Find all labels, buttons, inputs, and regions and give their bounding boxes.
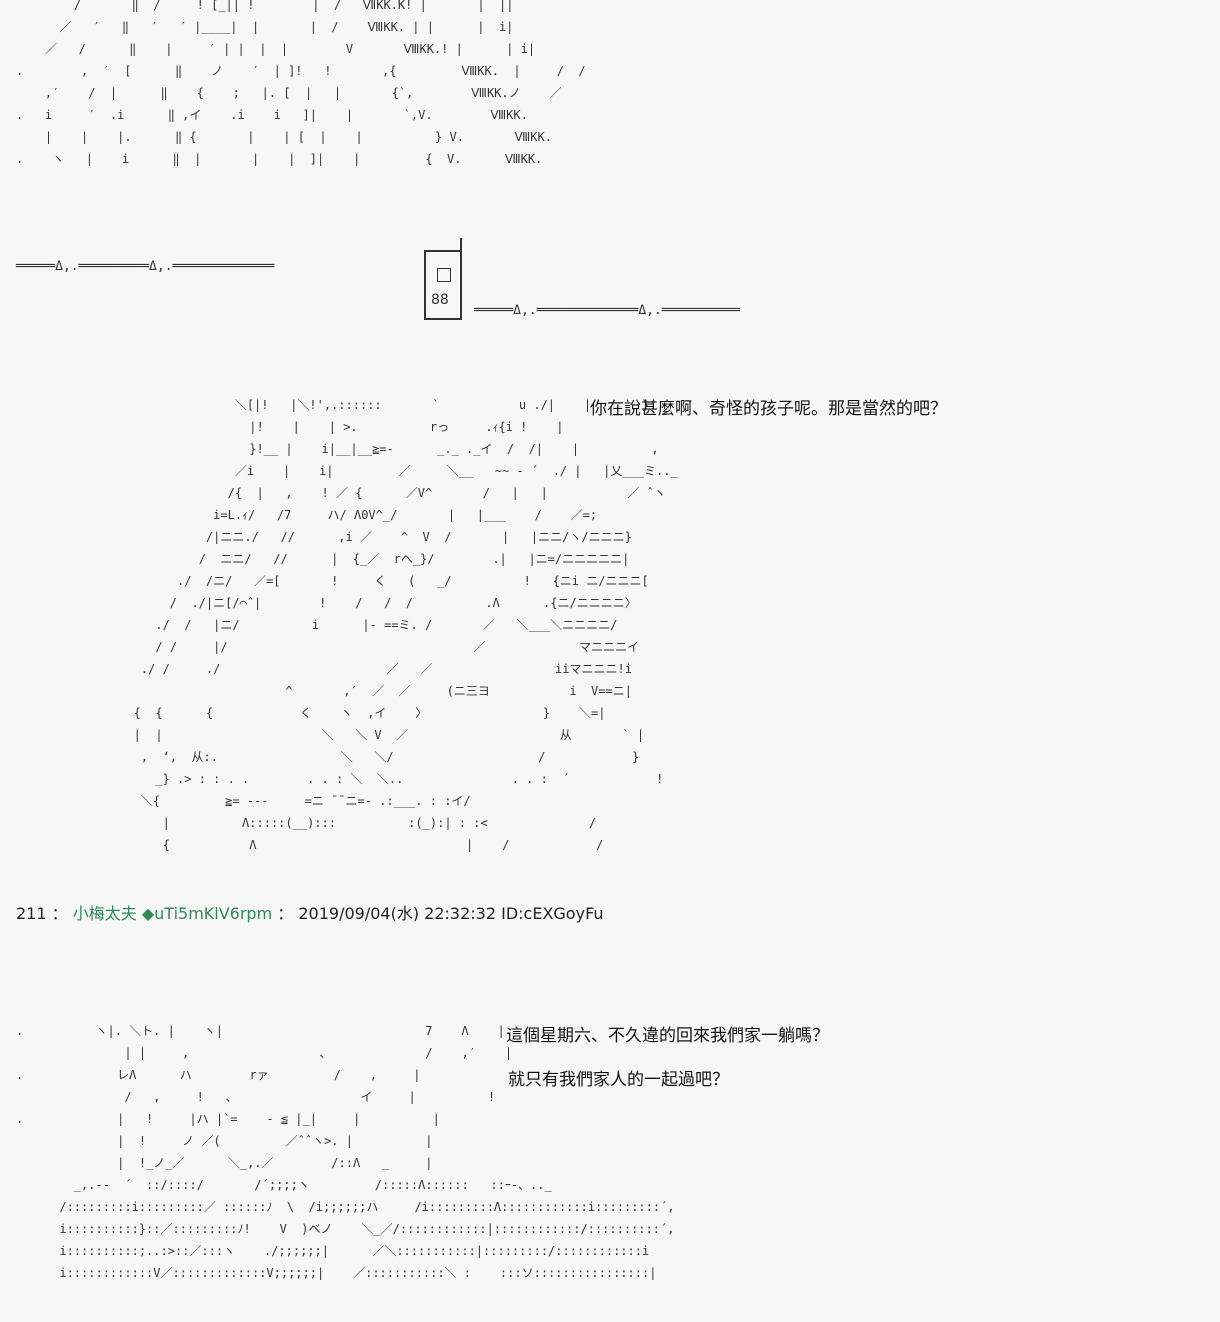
divider-left: ═════Δ,.═════════Δ,.═════════════ — [16, 259, 275, 274]
dialogue-line-1: 你在說甚麼啊、奇怪的孩子呢。那是當然的吧？ — [590, 399, 947, 419]
chapter-box: 88 — [424, 238, 462, 320]
post-separator-2: ： — [277, 904, 294, 923]
ascii-art-middle: ＼[|! |＼!',.:::::: ` u ./| | } |! | | >. … — [133, 398, 678, 852]
box-tick — [460, 238, 462, 252]
post-separator-1: ： — [51, 904, 68, 923]
square-icon — [437, 268, 451, 282]
box-number: 88 — [431, 292, 449, 308]
ascii-art-top: / ‖ / ! [_|| ! | / ⅦKK.K! | | || ／ ′ ‖ ′… — [16, 0, 586, 166]
dialogue-line-2: 這個星期六、不久違的回來我們家一躺嗎？ — [506, 1026, 829, 1046]
poster-name[interactable]: 小梅太夫 ◆uTi5mKlV6rpm — [72, 904, 273, 923]
post-header: 211 ： 小梅太夫 ◆uTi5mKlV6rpm ： 2019/09/04(水)… — [16, 900, 604, 924]
divider-right: ═════Δ,.═════════════Δ,.══════════ — [474, 303, 741, 318]
post-number: 211 — [16, 904, 47, 923]
post-datetime: 2019/09/04(水) 22:32:32 ID:cEXGoyFu — [298, 904, 604, 923]
dialogue-line-3: 就只有我們家人的一起過吧？ — [508, 1070, 729, 1090]
ascii-art-bottom: . ヽ|. ＼ト. | ヽ| 7 Λ | | | , 、 / ,′ | . レΛ… — [16, 1024, 675, 1280]
